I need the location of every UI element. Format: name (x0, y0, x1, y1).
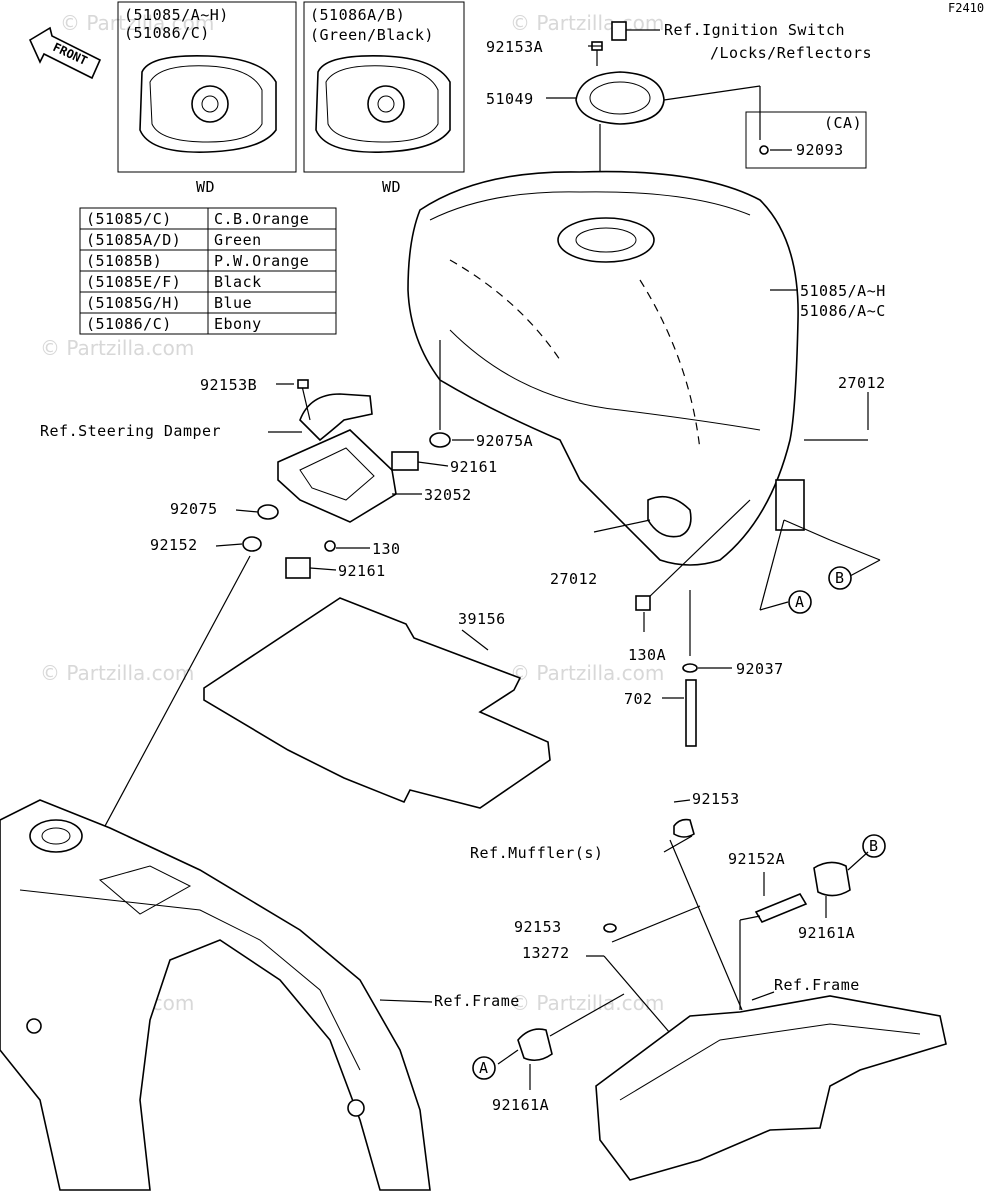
label-92153B: 92153B (200, 376, 257, 394)
color-table-code: (51085A/D) (86, 231, 181, 249)
label-92075: 92075 (170, 500, 218, 518)
label-ref-muffler: Ref.Muffler(s) (470, 844, 603, 862)
part-92093: 92093 (796, 141, 844, 159)
label-130A: 130A (628, 646, 666, 664)
inset-1-caption: WD (196, 178, 215, 196)
label-13272: 13272 (522, 944, 570, 962)
label-92037: 92037 (736, 660, 784, 678)
color-table-code: (51086/C) (86, 315, 172, 333)
lower-right-parts (497, 799, 869, 1090)
label-130: 130 (372, 540, 401, 558)
ca-region: (CA) (824, 114, 862, 132)
label-ref-ignition-2: /Locks/Reflectors (710, 44, 872, 62)
diagram-code: F2410 (948, 1, 984, 15)
watermark: © Partzilla.com (510, 11, 664, 35)
rear-subframe (595, 991, 947, 1181)
color-table-code: (51085G/H) (86, 294, 181, 312)
color-table-color: C.B.Orange (214, 210, 309, 228)
bracket-assembly (75, 379, 474, 881)
color-table-color: P.W.Orange (214, 252, 309, 270)
label-27012-b: 27012 (550, 570, 598, 588)
callout-a: A (479, 1059, 489, 1077)
front-arrow-icon: FRONT (28, 26, 102, 80)
label-27012-a: 27012 (838, 374, 886, 392)
label-92161A-a: 92161A (798, 924, 855, 942)
label-ref-steering: Ref.Steering Damper (40, 422, 221, 440)
watermark: © Partzilla.com (40, 661, 194, 685)
color-table-code: (51085/C) (86, 210, 172, 228)
label-92153-b: 92153 (514, 918, 562, 936)
ca-box: (CA) 92093 (745, 111, 867, 169)
callout-a: A (795, 593, 805, 611)
label-tank-1: 51085/A~H (800, 282, 886, 300)
label-39156: 39156 (458, 610, 506, 628)
label-92161-a: 92161 (450, 458, 498, 476)
color-table-color: Blue (214, 294, 252, 312)
label-ref-frame-2: Ref.Frame (774, 976, 860, 994)
inset-2-line2: (Green/Black) (310, 26, 434, 44)
color-table-color: Ebony (214, 315, 262, 333)
inset-2-line1: (51086A/B) (310, 6, 405, 24)
label-32052: 32052 (424, 486, 472, 504)
color-table-code: (51085E/F) (86, 273, 181, 291)
color-table-color: Green (214, 231, 262, 249)
color-table-color: Black (214, 273, 262, 291)
label-92075A: 92075A (476, 432, 533, 450)
leader-lines (439, 29, 881, 611)
label-92161A-b: 92161A (492, 1096, 549, 1114)
label-51049: 51049 (486, 90, 534, 108)
pad-39156 (203, 597, 551, 809)
label-ref-frame-1: Ref.Frame (434, 992, 520, 1010)
part-labels: Ref.Ignition Switch /Locks/Reflectors 92… (40, 21, 886, 1114)
bolt-and-pipe (635, 499, 751, 747)
color-table-code: (51085B) (86, 252, 162, 270)
watermark: © Partzilla.com (60, 11, 214, 35)
label-ref-ignition-1: Ref.Ignition Switch (664, 21, 845, 39)
label-92153A: 92153A (486, 38, 543, 56)
watermark: © Partzilla.com (40, 336, 194, 360)
fuel-tank (407, 170, 805, 566)
watermark: © Partzilla.com (510, 991, 664, 1015)
label-92152: 92152 (150, 536, 198, 554)
watermark: © Partzilla.com (510, 661, 664, 685)
color-table: (51085/C) C.B.Orange (51085A/D) Green (5… (79, 207, 337, 335)
label-92153-a: 92153 (692, 790, 740, 808)
label-92161-b: 92161 (338, 562, 386, 580)
label-92152A: 92152A (728, 850, 785, 868)
callout-b: B (869, 837, 879, 855)
label-tank-2: 51086/A~C (800, 302, 886, 320)
inset-1-line1: (51085/A~H) (124, 6, 229, 24)
callouts: B A B A (472, 566, 886, 1080)
label-702: 702 (624, 690, 653, 708)
inset-2-caption: WD (382, 178, 401, 196)
inset-tank-variant-2: (51086A/B) (Green/Black) WD (303, 1, 465, 196)
main-frame (0, 799, 433, 1191)
callout-b: B (835, 569, 845, 587)
inset-tank-variant-1: (51085/A~H) (51086/C) WD (117, 1, 297, 196)
inset-1-line2: (51086/C) (124, 24, 210, 42)
